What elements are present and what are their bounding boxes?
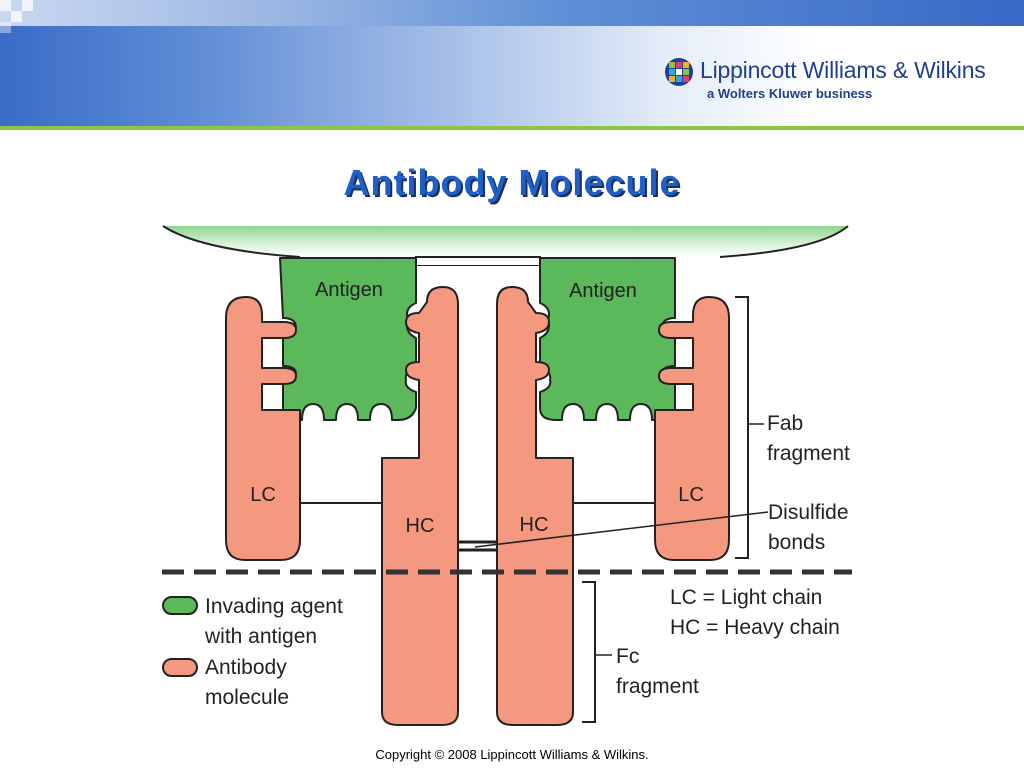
- header-banner: Lippincott Williams & Wilkins a Wolters …: [0, 0, 1024, 130]
- antigen-right-label: Antigen: [569, 280, 637, 302]
- antigen-connector: [415, 256, 541, 267]
- logo-mark-icon: [665, 58, 693, 86]
- fab-bracket: [735, 296, 749, 559]
- publisher-logo: Lippincott Williams & Wilkins a Wolters …: [664, 55, 1004, 105]
- fc-bracket: [582, 581, 596, 723]
- slide-title: Antibody Molecule: [343, 162, 681, 203]
- legend-antigen-label: Invading agent: [205, 595, 343, 618]
- logo-name: Lippincott Williams & Wilkins: [700, 57, 986, 83]
- fab-label: Fab: [767, 412, 803, 435]
- fc-label: Fc: [616, 645, 639, 668]
- hc-left-label: HC: [406, 515, 435, 537]
- lc-definition: LC = Light chain: [670, 586, 822, 609]
- antigen-left-label: Antigen: [315, 279, 383, 301]
- legend-swatch-antibody: [162, 658, 198, 677]
- light-chain-left: [225, 296, 301, 561]
- decor-square: [11, 11, 22, 22]
- header-top-band: [0, 0, 1024, 26]
- legend-swatch-antigen: [162, 596, 198, 615]
- legend-antigen-label-line2: with antigen: [204, 625, 317, 648]
- disulfide-label-line2: bonds: [768, 531, 825, 554]
- hc-definition: HC = Heavy chain: [670, 616, 840, 639]
- heavy-chain-left: [381, 286, 459, 726]
- copyright-footer: Copyright © 2008 Lippincott Williams & W…: [375, 747, 649, 762]
- legend-antibody-label-line2: molecule: [205, 686, 289, 709]
- disulfide-pointer: [474, 511, 769, 548]
- invading-agent-outline: [162, 225, 849, 258]
- decor-square: [22, 0, 33, 11]
- light-chain-right: [654, 296, 730, 561]
- decor-square: [0, 0, 11, 11]
- hc-right-label: HC: [520, 514, 549, 536]
- header-accent-line: [0, 126, 1024, 130]
- fab-label-line2: fragment: [767, 442, 850, 465]
- connector-gap: [416, 266, 540, 272]
- decor-square: [0, 22, 11, 33]
- disulfide-label: Disulfide: [768, 501, 849, 524]
- lc-right-label: LC: [678, 484, 704, 506]
- lc-left-label: LC: [250, 484, 276, 506]
- legend-antibody-label: Antibody: [205, 656, 287, 679]
- invading-agent-surface: [163, 226, 848, 257]
- logo-tagline: a Wolters Kluwer business: [707, 86, 873, 101]
- antibody-diagram: Antigen Antigen LC LC HC HC Fab fragment…: [162, 225, 852, 726]
- heavy-chain-right: [496, 286, 574, 726]
- fc-label-line2: fragment: [616, 675, 699, 698]
